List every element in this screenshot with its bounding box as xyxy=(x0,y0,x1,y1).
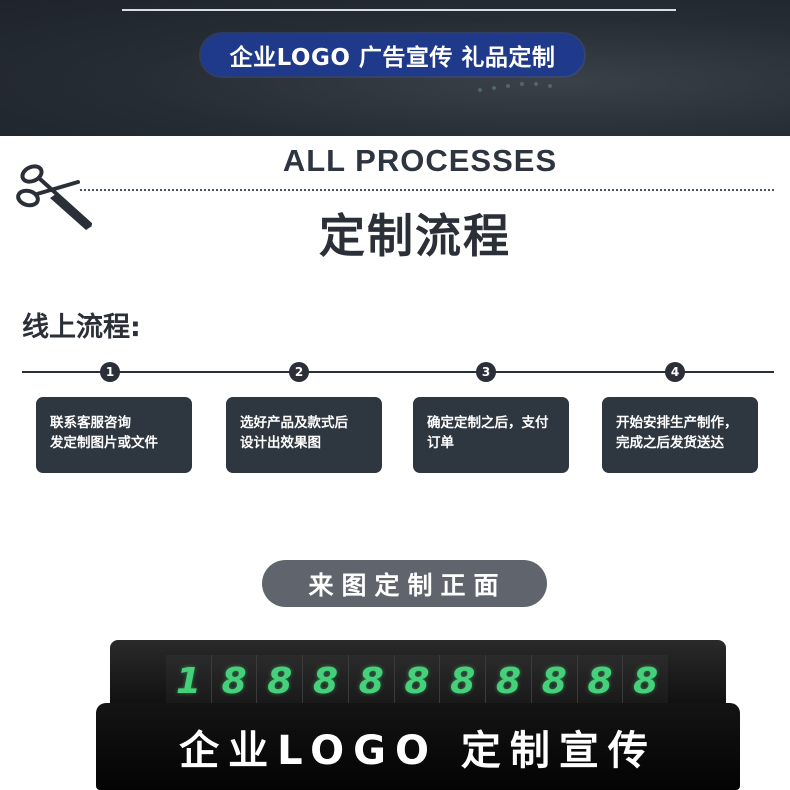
online-flow-title: 线上流程: xyxy=(22,312,141,343)
digit-cell: 8 xyxy=(256,655,303,707)
step-text: 开始安排生产制作， 完成之后发货送达 xyxy=(616,415,738,451)
digit-cell: 1 xyxy=(166,655,211,707)
digit-cell: 8 xyxy=(393,655,440,707)
scissors-icon xyxy=(16,164,92,230)
step-card-4: 开始安排生产制作， 完成之后发货送达 xyxy=(602,397,758,473)
step-card-2: 选好产品及款式后 设计出效果图 xyxy=(226,397,382,473)
digit-cell: 8 xyxy=(485,655,531,707)
top-banner: 企业LOGO 广告宣传 礼品定制 xyxy=(0,0,790,136)
front-custom-label: 来图定制正面 xyxy=(262,560,547,607)
step-number-1: 1 xyxy=(100,362,120,382)
banner-slogan: 企业LOGO 广告宣传 礼品定制 xyxy=(201,34,584,76)
digit-cell: 8 xyxy=(530,655,577,707)
digit-cell: 8 xyxy=(210,655,257,707)
digit-cell: 8 xyxy=(302,655,348,707)
step-number-4: 4 xyxy=(665,362,685,382)
step-number-2: 2 xyxy=(289,362,309,382)
flow-timeline xyxy=(22,371,774,373)
step-number-3: 3 xyxy=(476,362,496,382)
step-text: 联系客服咨询 发定制图片或文件 xyxy=(50,415,158,451)
step-card-1: 联系客服咨询 发定制图片或文件 xyxy=(36,397,192,473)
banner-divider xyxy=(122,9,676,11)
processes-title-cn: 定制流程 xyxy=(319,209,511,263)
plate-front-text: 企业LOGO 定制宣传 xyxy=(96,703,740,790)
step-text: 选好产品及款式后 设计出效果图 xyxy=(240,415,348,451)
step-text: 确定定制之后，支付 订单 xyxy=(427,415,549,451)
processes-title-en: ALL PROCESSES xyxy=(282,143,558,178)
digit-cell: 8 xyxy=(439,655,486,707)
digit-cell: 8 xyxy=(622,655,669,707)
digit-cell: 8 xyxy=(576,655,623,707)
step-card-3: 确定定制之后，支付 订单 xyxy=(413,397,569,473)
banner-decoration xyxy=(478,82,552,92)
digit-cell: 8 xyxy=(347,655,394,707)
processes-divider xyxy=(80,189,774,191)
